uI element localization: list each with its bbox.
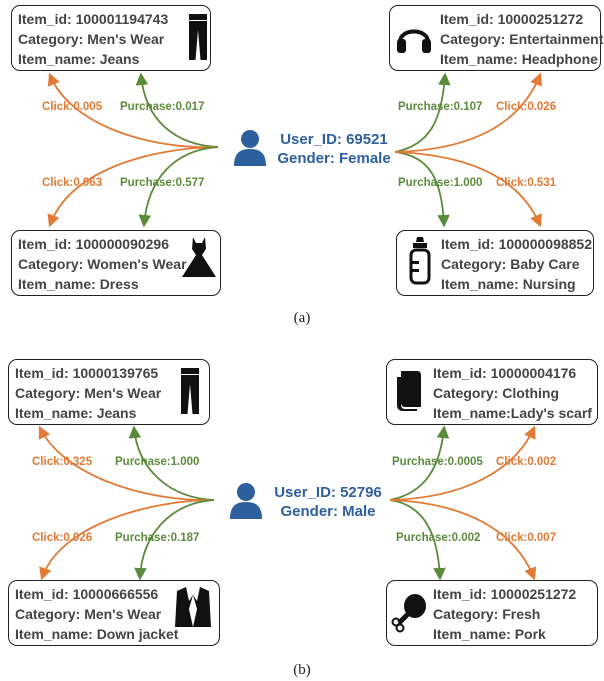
item-id: Item_id: 10000004176 [433, 365, 577, 381]
edge-click-tl [47, 72, 219, 149]
item-name: Item_name: Dress [18, 276, 139, 292]
edge-label-click: Click:0.007 [496, 532, 557, 544]
edge-label-click: Click:0.026 [496, 101, 557, 113]
edge-label-purchase: Purchase:0.107 [398, 101, 483, 113]
edge-layer [47, 72, 543, 228]
edge-label-purchase: Purchase:1.000 [398, 177, 483, 189]
edge-label-purchase: Purchase:1.000 [115, 456, 200, 468]
item-card-bottom-right: Item_id: 100000098852 Category: Baby Car… [396, 230, 594, 296]
item-name: Item_name:Lady's scarf [433, 405, 592, 421]
headphone-icon [397, 29, 431, 53]
user-info: User_ID: 52796 Gender: Male [270, 483, 386, 521]
edge-click-tl [38, 425, 215, 501]
item-name: Item_name: Jeans [15, 405, 137, 421]
edge-click-br [394, 151, 542, 228]
item-card-bottom-right: Item_id: 10000251272 Category: Fresh Ite… [386, 580, 598, 646]
edge-purchase-tr [394, 72, 451, 153]
item-category: Category: Men's Wear [15, 606, 162, 622]
item-category: Category: Men's Wear [15, 385, 162, 401]
item-id: Item_id: 100001194743 [18, 11, 169, 27]
jacket-icon [175, 587, 211, 627]
edge-label-click: Click:0.531 [496, 177, 557, 189]
item-name: Item_name: Headphone [440, 51, 598, 67]
user-gender: Gender: Female [277, 150, 391, 167]
edge-label-click: Click:0.325 [32, 456, 93, 468]
edge-label-click: Click:0.002 [496, 456, 557, 468]
jeans-icon [181, 368, 199, 414]
user-gender: Gender: Male [280, 503, 376, 520]
jeans-icon [189, 14, 207, 60]
panel-b: Item_id: 10000139765 Category: Men's Wea… [0, 340, 604, 681]
item-category: Category: Entertainment [440, 31, 604, 47]
edge-purchase-bl [134, 499, 215, 581]
item-name: Item_name: Pork [433, 626, 546, 642]
edge-label-purchase: Purchase:0.002 [396, 532, 481, 544]
item-card-top-right: Item_id: 10000251272 Category: Entertain… [389, 5, 604, 71]
baby-bottle-icon [409, 237, 431, 285]
edge-click-tr [389, 425, 536, 501]
edge-label-purchase: Purchase:0.187 [115, 532, 200, 544]
edge-label-purchase: Purchase:0.017 [120, 101, 205, 113]
edge-click-bl [47, 146, 219, 228]
item-category: Category: Baby Care [441, 256, 580, 272]
edge-layer [38, 425, 537, 581]
item-card-top-right: Item_id: 10000004176 Category: Clothing … [386, 359, 598, 425]
edge-label-click: Click:0.005 [42, 101, 103, 113]
item-category: Category: Clothing [433, 385, 559, 401]
edge-purchase-tr [389, 425, 450, 501]
caption: (b) [293, 662, 311, 678]
item-name: Item_name: Nursing [441, 276, 576, 292]
item-id: Item_id: 100000098852 [441, 236, 592, 252]
item-id: Item_id: 10000666556 [15, 586, 159, 602]
user-info: User_ID: 69521 Gender: Female [276, 130, 392, 168]
item-card-bottom-left: Item_id: 100000090296 Category: Women's … [11, 230, 221, 296]
item-id: Item_id: 10000251272 [440, 11, 584, 27]
edge-purchase-tl [128, 425, 215, 501]
scarf-icon [397, 371, 421, 411]
edge-click-br [389, 499, 537, 581]
edge-label-click: Click:0.063 [42, 177, 103, 189]
item-name: Item_name: Jeans [18, 51, 140, 67]
edge-purchase-br [389, 499, 446, 581]
edge-purchase-bl [138, 146, 219, 228]
panel-a: Item_id: 100001194743 Category: Men's We… [0, 0, 604, 340]
dress-icon [182, 237, 216, 277]
user-icon [230, 483, 262, 519]
item-id: Item_id: 10000139765 [15, 365, 159, 381]
item-category: Category: Men's Wear [18, 31, 165, 47]
item-card-top-left: Item_id: 10000139765 Category: Men's Wea… [8, 359, 210, 425]
item-card-top-left: Item_id: 100001194743 Category: Men's We… [11, 5, 211, 71]
user-icon [234, 130, 266, 166]
edge-click-bl [39, 499, 215, 581]
item-name: Item_name: Down jacket [15, 626, 179, 642]
user-id: User_ID: 69521 [280, 131, 388, 148]
caption: (a) [293, 310, 311, 326]
edge-label-click: Click:0.026 [32, 532, 93, 544]
edge-label-purchase: Purchase:0.0005 [392, 456, 483, 468]
user-id: User_ID: 52796 [274, 484, 382, 501]
item-category: Category: Women's Wear [18, 256, 187, 272]
edge-purchase-br [394, 151, 450, 228]
edge-purchase-tl [135, 72, 219, 148]
item-card-bottom-left: Item_id: 10000666556 Category: Men's Wea… [8, 580, 220, 646]
item-id: Item_id: 10000251272 [433, 586, 577, 602]
item-id: Item_id: 100000090296 [18, 236, 169, 252]
item-category: Category: Fresh [433, 606, 541, 622]
drumstick-icon [391, 594, 426, 633]
edge-label-purchase: Purchase:0.577 [120, 177, 205, 189]
edge-click-tr [394, 72, 543, 153]
